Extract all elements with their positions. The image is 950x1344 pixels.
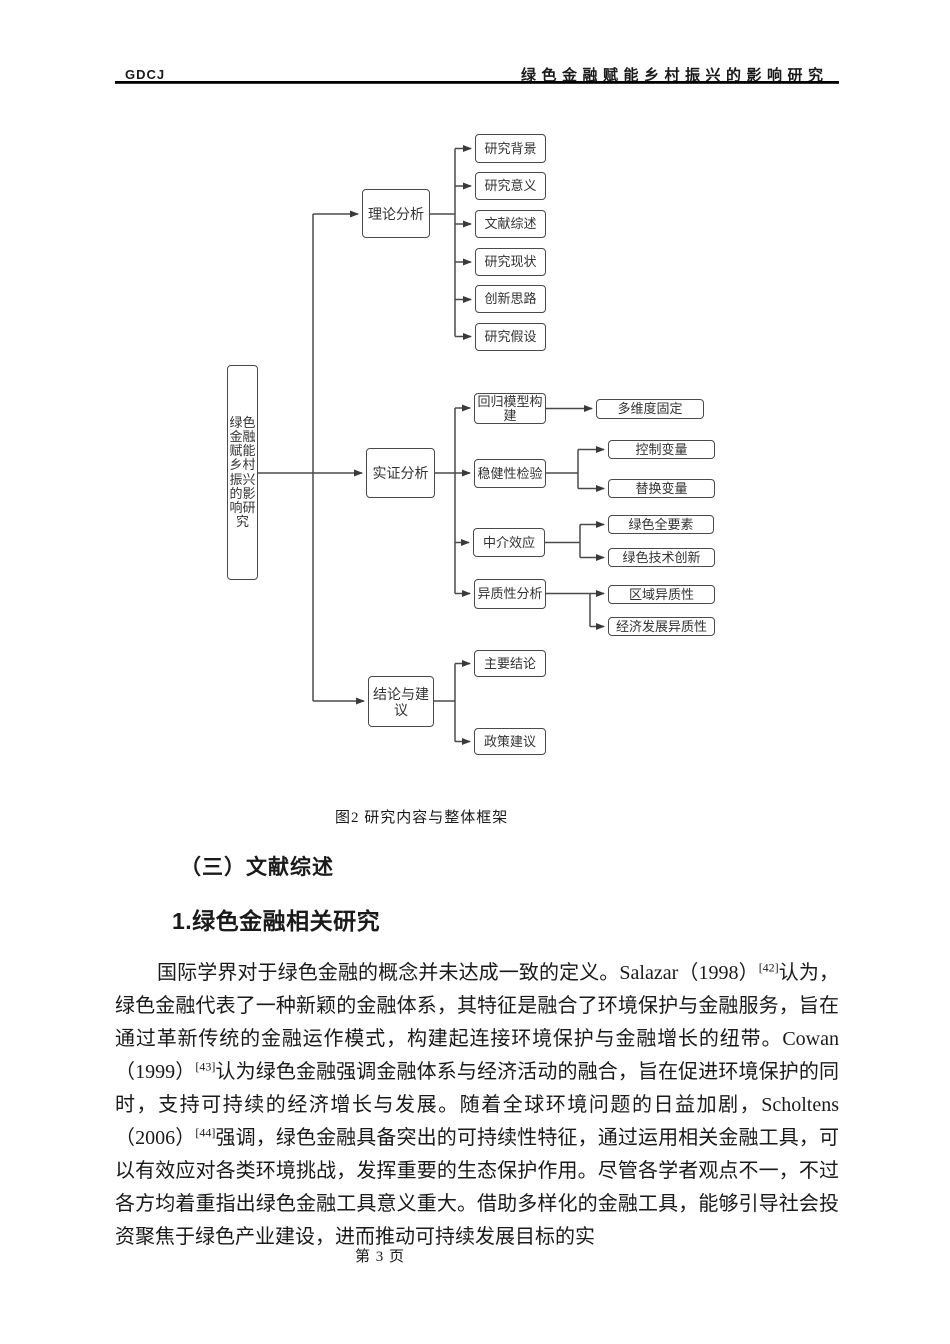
node-green-tfp: 绿色全要素 (608, 515, 714, 534)
paragraph-text: 认为，绿色金融代表了一种新颖的金融体系，其特征是融合了环境保护与金融服务，旨在通… (115, 962, 840, 1083)
header-rule (115, 81, 839, 84)
node-main-conclusions: 主要结论 (474, 650, 546, 677)
node-conclusion-suggestions: 结论与建议 (368, 676, 434, 727)
node-research-background: 研究背景 (475, 134, 546, 163)
body-paragraph: 国际学界对于绿色金融的概念并未达成一致的定义。Salazar（1998）[42]… (115, 957, 839, 1254)
flowchart-connectors (258, 145, 605, 745)
node-regional-heterogeneity: 区域异质性 (608, 585, 715, 604)
node-research-significance: 研究意义 (475, 172, 546, 200)
node-research-hypothesis: 研究假设 (475, 323, 546, 351)
subsection-heading: 1.绿色金融相关研究 (172, 908, 381, 934)
page-number: 第 3 页 (355, 1249, 406, 1265)
node-green-tech-innovation: 绿色技术创新 (608, 548, 715, 567)
header-left-text: GDCJ (125, 67, 166, 82)
node-robustness-test: 稳健性检验 (474, 459, 546, 488)
citation-ref-43: [43] (195, 1059, 216, 1074)
node-empirical-analysis: 实证分析 (366, 448, 435, 498)
node-control-variables: 控制变量 (608, 440, 715, 459)
node-multidim-fixed: 多维度固定 (596, 399, 704, 419)
citation-ref-44: [44] (195, 1125, 216, 1140)
section-heading: （三）文献综述 (180, 856, 334, 879)
node-econ-dev-heterogeneity: 经济发展异质性 (608, 617, 715, 636)
paragraph-text: 强调，绿色金融具备突出的可持续性特征，通过运用相关金融工具，可以有效应对各类环境… (115, 1127, 840, 1248)
paragraph-text: 国际学界对于绿色金融的概念并未达成一致的定义。Salazar（1998） (157, 962, 759, 984)
node-policy-suggestions: 政策建议 (474, 728, 546, 755)
node-mediation-effect: 中介效应 (473, 528, 545, 557)
node-literature-review: 文献综述 (475, 210, 546, 238)
header-title: 绿色金融赋能乡村振兴的影响研究 (521, 67, 829, 84)
paragraph-text: 认为绿色金融强调金融体系与经济活动的融合，旨在促进环境保护的同时，支持可持续的经… (115, 1061, 840, 1149)
node-theory-analysis: 理论分析 (362, 189, 430, 238)
node-root-title: 绿色金融赋能乡村振兴的影响研究 (227, 365, 258, 580)
citation-ref-42: [42] (758, 960, 779, 975)
node-research-status: 研究现状 (475, 248, 546, 276)
node-regression-model: 回归模型构建 (474, 393, 546, 424)
node-innovation-ideas: 创新思路 (475, 285, 546, 313)
figure-caption: 图2 研究内容与整体框架 (335, 810, 509, 826)
node-heterogeneity-analysis: 异质性分析 (474, 579, 546, 609)
research-framework-flowchart: 绿色金融赋能乡村振兴的影响研究 理论分析 实证分析 结论与建议 研究背景 研究意… (227, 134, 715, 755)
node-replace-variables: 替换变量 (608, 479, 715, 498)
